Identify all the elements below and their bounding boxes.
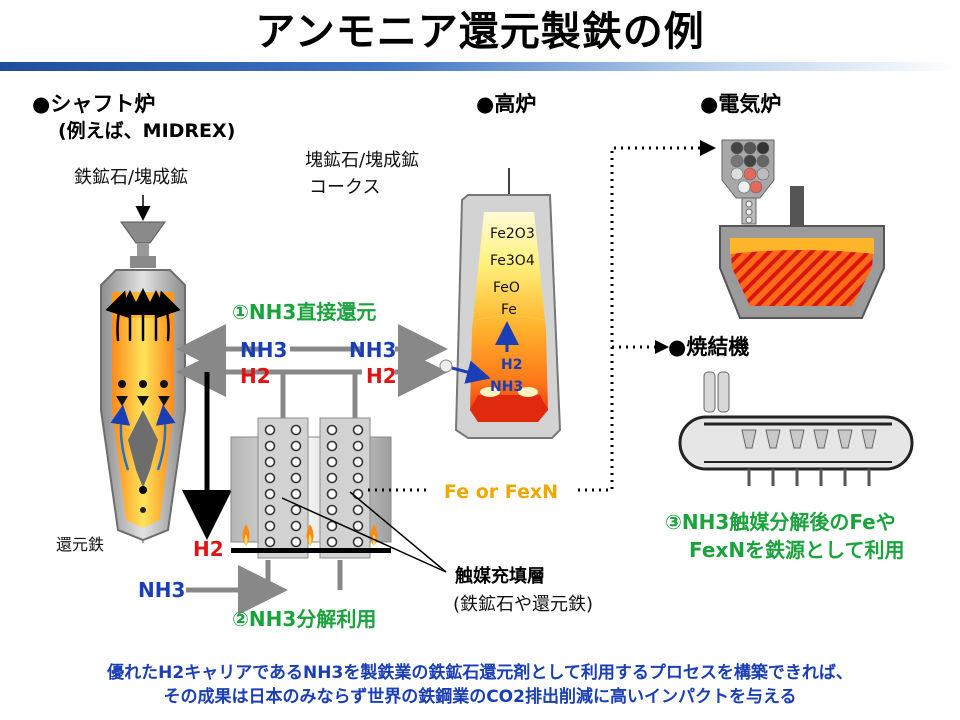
page-title: アンモニア還元製鉄の例 xyxy=(255,9,705,55)
direct-reduction-label: ①NH3直接還元 xyxy=(232,300,377,324)
blast-gas-nh3: NH3 xyxy=(490,379,524,395)
blast-input-line2: コークス xyxy=(309,177,381,198)
sintering-machine xyxy=(678,371,914,486)
shaft-input-label: 鉄鉱石/塊成鉱 xyxy=(74,167,189,188)
nh3-label-left: NH3 xyxy=(240,338,288,362)
catalyst-label: 触媒充填層 xyxy=(455,566,545,587)
blast-input-line1: 塊鉱石/塊成鉱 xyxy=(305,150,420,171)
layer-fe: Fe xyxy=(501,302,517,318)
h2-label-left: H2 xyxy=(240,364,271,388)
nh3-label-bottom: NH3 xyxy=(138,578,186,602)
fe-dotted-line xyxy=(368,146,700,492)
layer-feo: FeO xyxy=(493,280,520,296)
eaf-heading: ●電気炉 xyxy=(700,92,782,116)
shaft-furnace-subheading: (例えば、MIDREX) xyxy=(58,120,236,142)
electric-arc-furnace xyxy=(719,139,885,319)
catalyst-pointer-lines xyxy=(281,491,447,573)
footer-line2: その成果は日本のみならず世界の鉄鋼業のCO2排出削減に高いインパクトを与える xyxy=(163,687,797,707)
h2-label-right: H2 xyxy=(366,364,397,388)
fe-dotted-arrowheads xyxy=(655,140,716,354)
blast-gas-h2: H2 xyxy=(501,357,523,373)
iron-source-label-line1: ③NH3触媒分解後のFeや xyxy=(665,510,896,534)
footer-line1: 優れたH2キャリアであるNH3を製鉄業の鉄鉱石還元剤として利用するプロセスを構築… xyxy=(107,663,853,683)
decomposition-label: ②NH3分解利用 xyxy=(232,607,377,631)
shaft-furnace-heading: ●シャフト炉 xyxy=(32,92,156,116)
sinter-heading: ●焼結機 xyxy=(668,335,750,359)
iron-source-label-line2: FexNを鉄源として利用 xyxy=(689,538,905,562)
blast-furnace xyxy=(439,168,562,439)
blast-furnace-heading: ●高炉 xyxy=(476,92,537,116)
h2-label-bottom: H2 xyxy=(193,537,224,561)
fe-product-label: Fe or FexN xyxy=(444,481,558,503)
catalyst-sub-label: (鉄鉱石や還元鉄) xyxy=(453,594,594,615)
shaft-output-label: 還元鉄 xyxy=(56,535,105,554)
layer-fe2o3: Fe2O3 xyxy=(490,226,535,242)
shaft-furnace xyxy=(100,195,186,543)
nh3-label-right: NH3 xyxy=(349,338,397,362)
layer-fe3o4: Fe3O4 xyxy=(490,253,535,269)
title-underline-band xyxy=(0,62,960,71)
